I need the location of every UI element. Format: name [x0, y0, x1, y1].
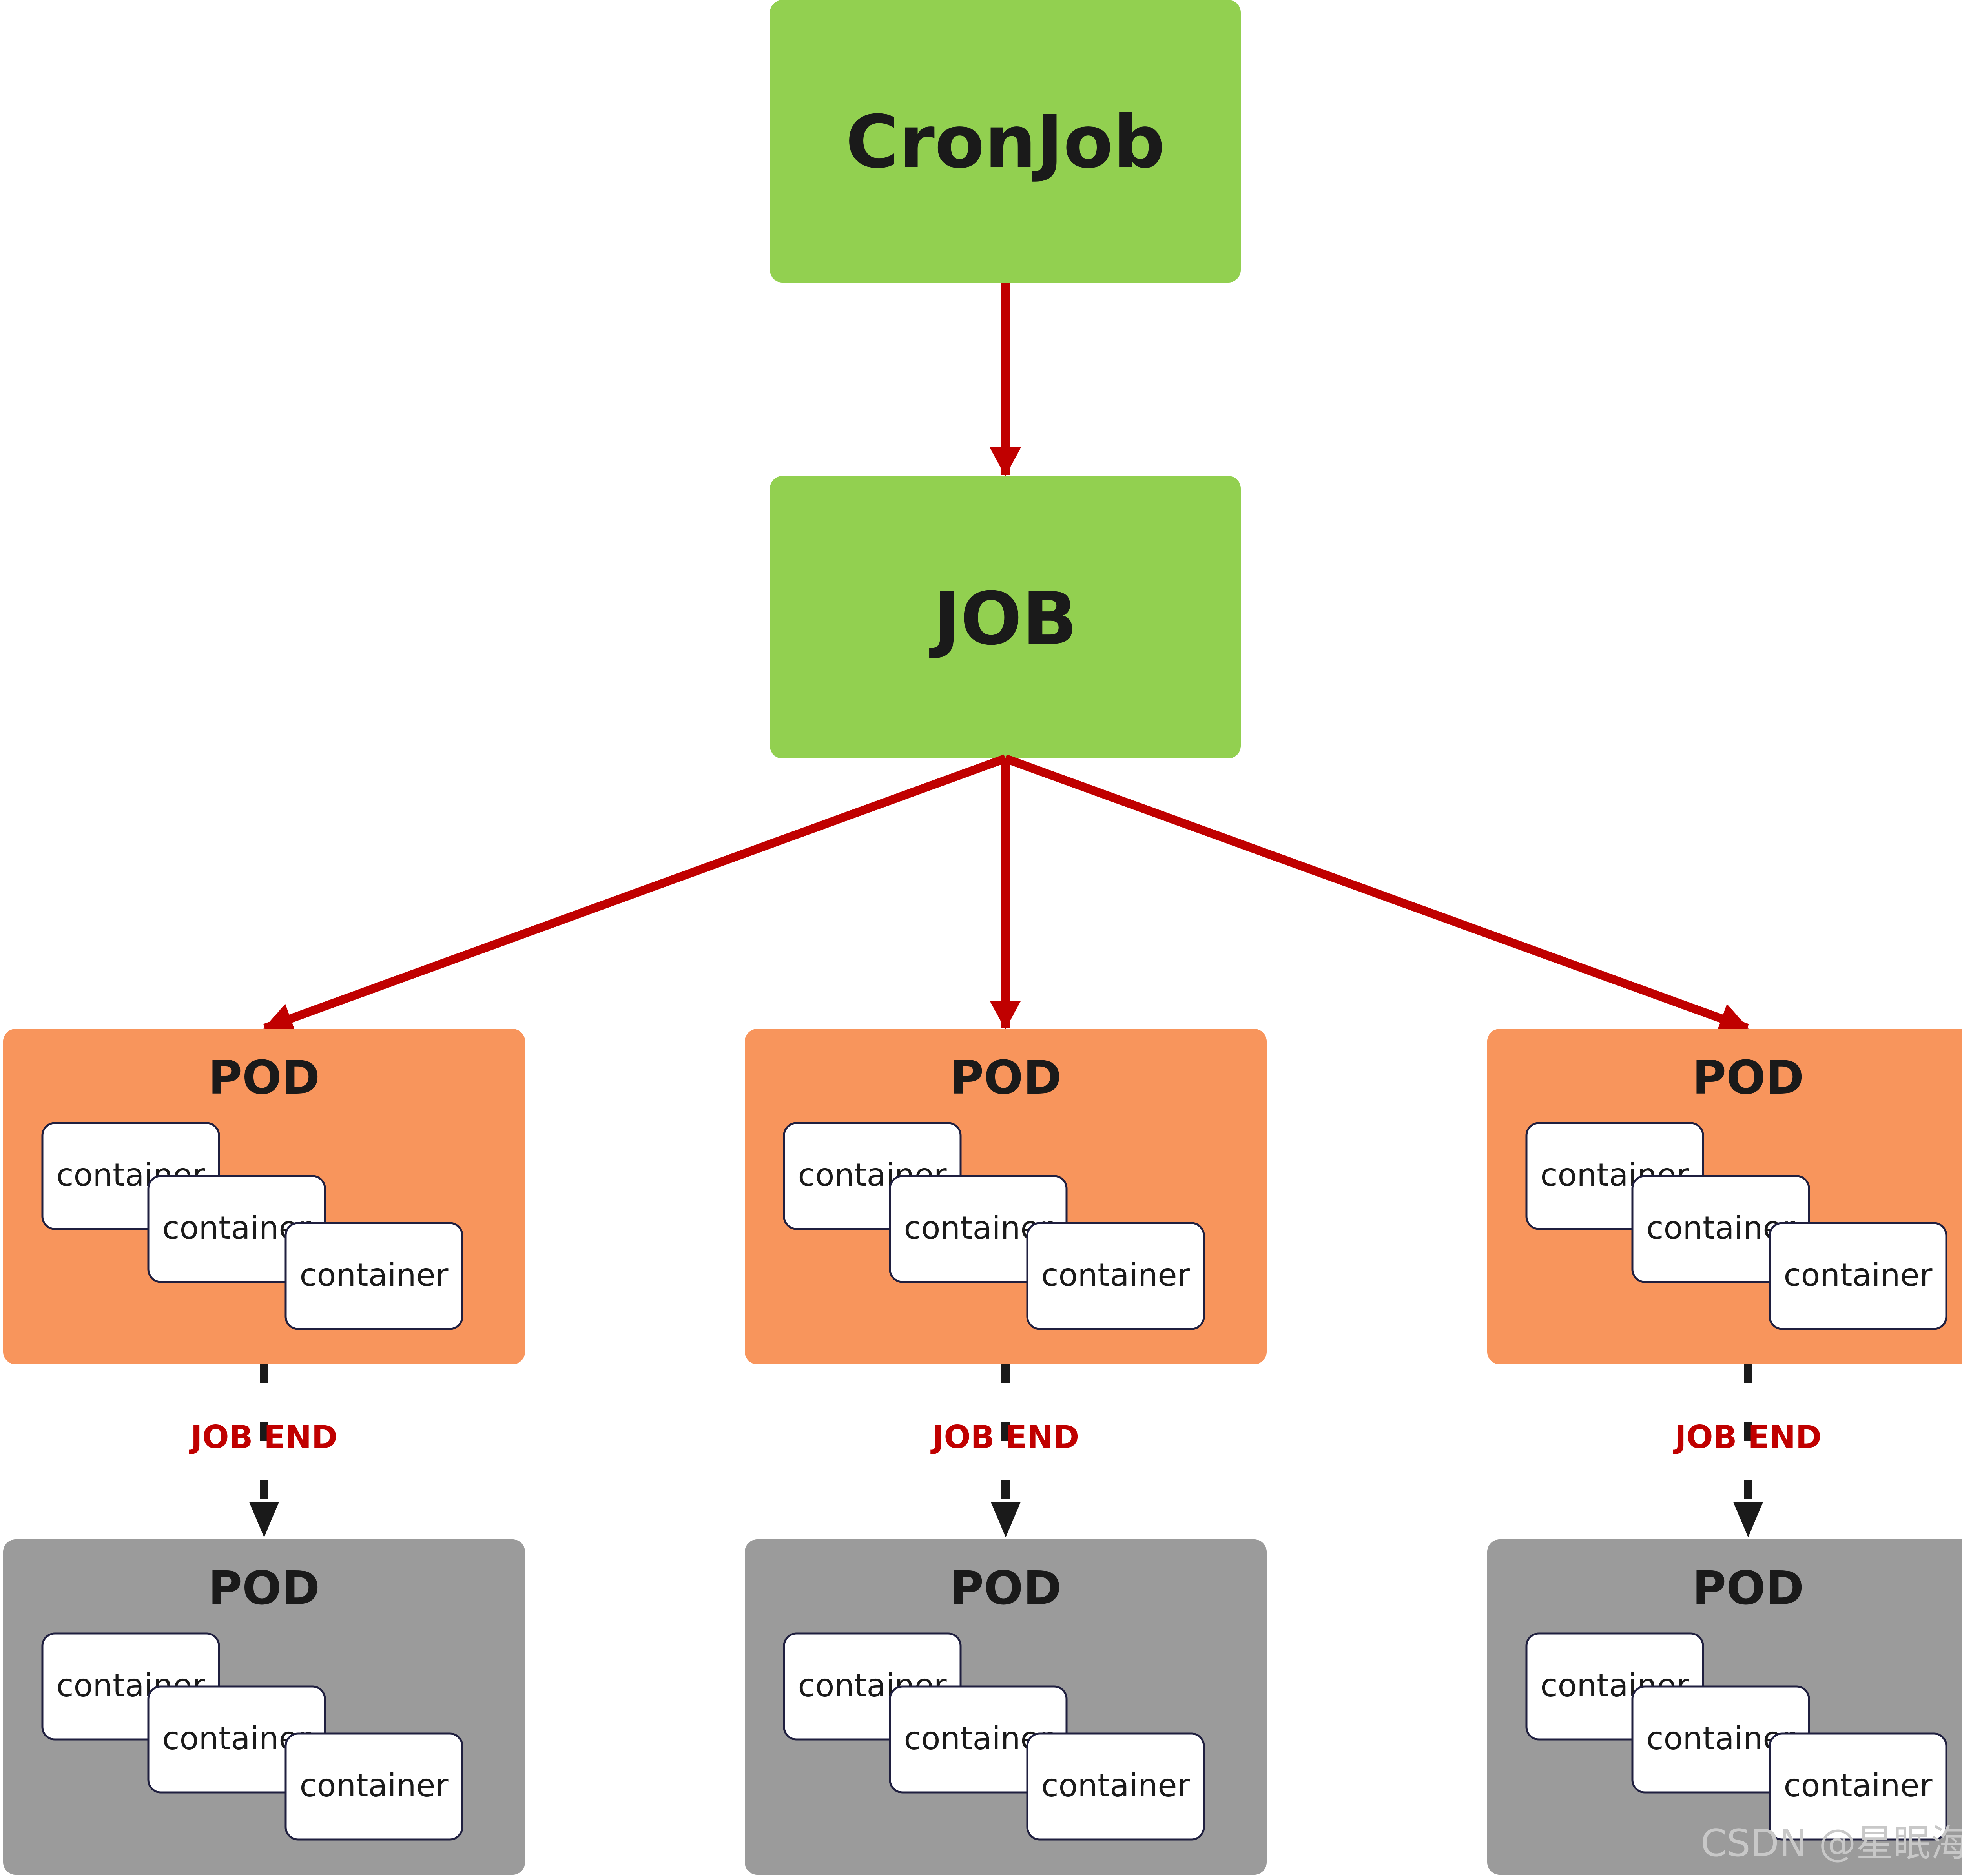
container-label: container: [1783, 1767, 1932, 1804]
container-box: [1769, 1222, 1947, 1330]
container-card: container: [1026, 1222, 1205, 1330]
job-to-pod-left-arrow: [263, 754, 1007, 1034]
pod-label: POD: [1692, 1561, 1804, 1615]
pod-label: POD: [208, 1561, 320, 1615]
container-label: container: [1041, 1257, 1190, 1293]
container-card: container: [1769, 1222, 1947, 1330]
container-card: container: [1026, 1732, 1205, 1841]
job-end-label: JOB END: [1673, 1419, 1822, 1455]
container-card: container: [147, 1175, 326, 1283]
pod-label: POD: [208, 1050, 320, 1105]
job-end-label: JOB END: [189, 1419, 338, 1455]
container-card: container: [1769, 1732, 1947, 1841]
pod-label: POD: [1692, 1050, 1804, 1105]
job-end-arrowhead: [249, 1502, 279, 1537]
cronjob-label: CronJob: [846, 100, 1165, 184]
job-end-label: JOB END: [930, 1419, 1079, 1455]
container-label: container: [299, 1767, 448, 1804]
container-card: container: [284, 1222, 463, 1330]
job-end-arrowhead: [1733, 1502, 1763, 1537]
job-box: [770, 476, 1241, 758]
container-box: [1026, 1732, 1205, 1841]
job-to-pod-right-arrow: [1004, 754, 1749, 1034]
job-end-arrowhead: [991, 1502, 1021, 1537]
container-label: container: [1041, 1767, 1190, 1804]
container-card: container: [1631, 1685, 1810, 1794]
container-label: container: [1783, 1257, 1932, 1293]
container-label: container: [299, 1257, 448, 1293]
container-card: container: [284, 1732, 463, 1841]
container-card: container: [147, 1685, 326, 1794]
pod-label: POD: [950, 1561, 1062, 1615]
watermark: CSDN @星眠海雾: [1701, 1822, 1962, 1865]
job-label: JOB: [929, 576, 1077, 661]
container-box: [284, 1732, 463, 1841]
container-box: [1026, 1222, 1205, 1330]
cronjob-box: [770, 0, 1241, 283]
job-node: JOB: [770, 476, 1241, 758]
container-card: container: [889, 1175, 1068, 1283]
container-box: [284, 1222, 463, 1330]
pod-label: POD: [950, 1050, 1062, 1105]
container-box: [1769, 1732, 1947, 1841]
cronjob-node: CronJob: [770, 0, 1241, 283]
